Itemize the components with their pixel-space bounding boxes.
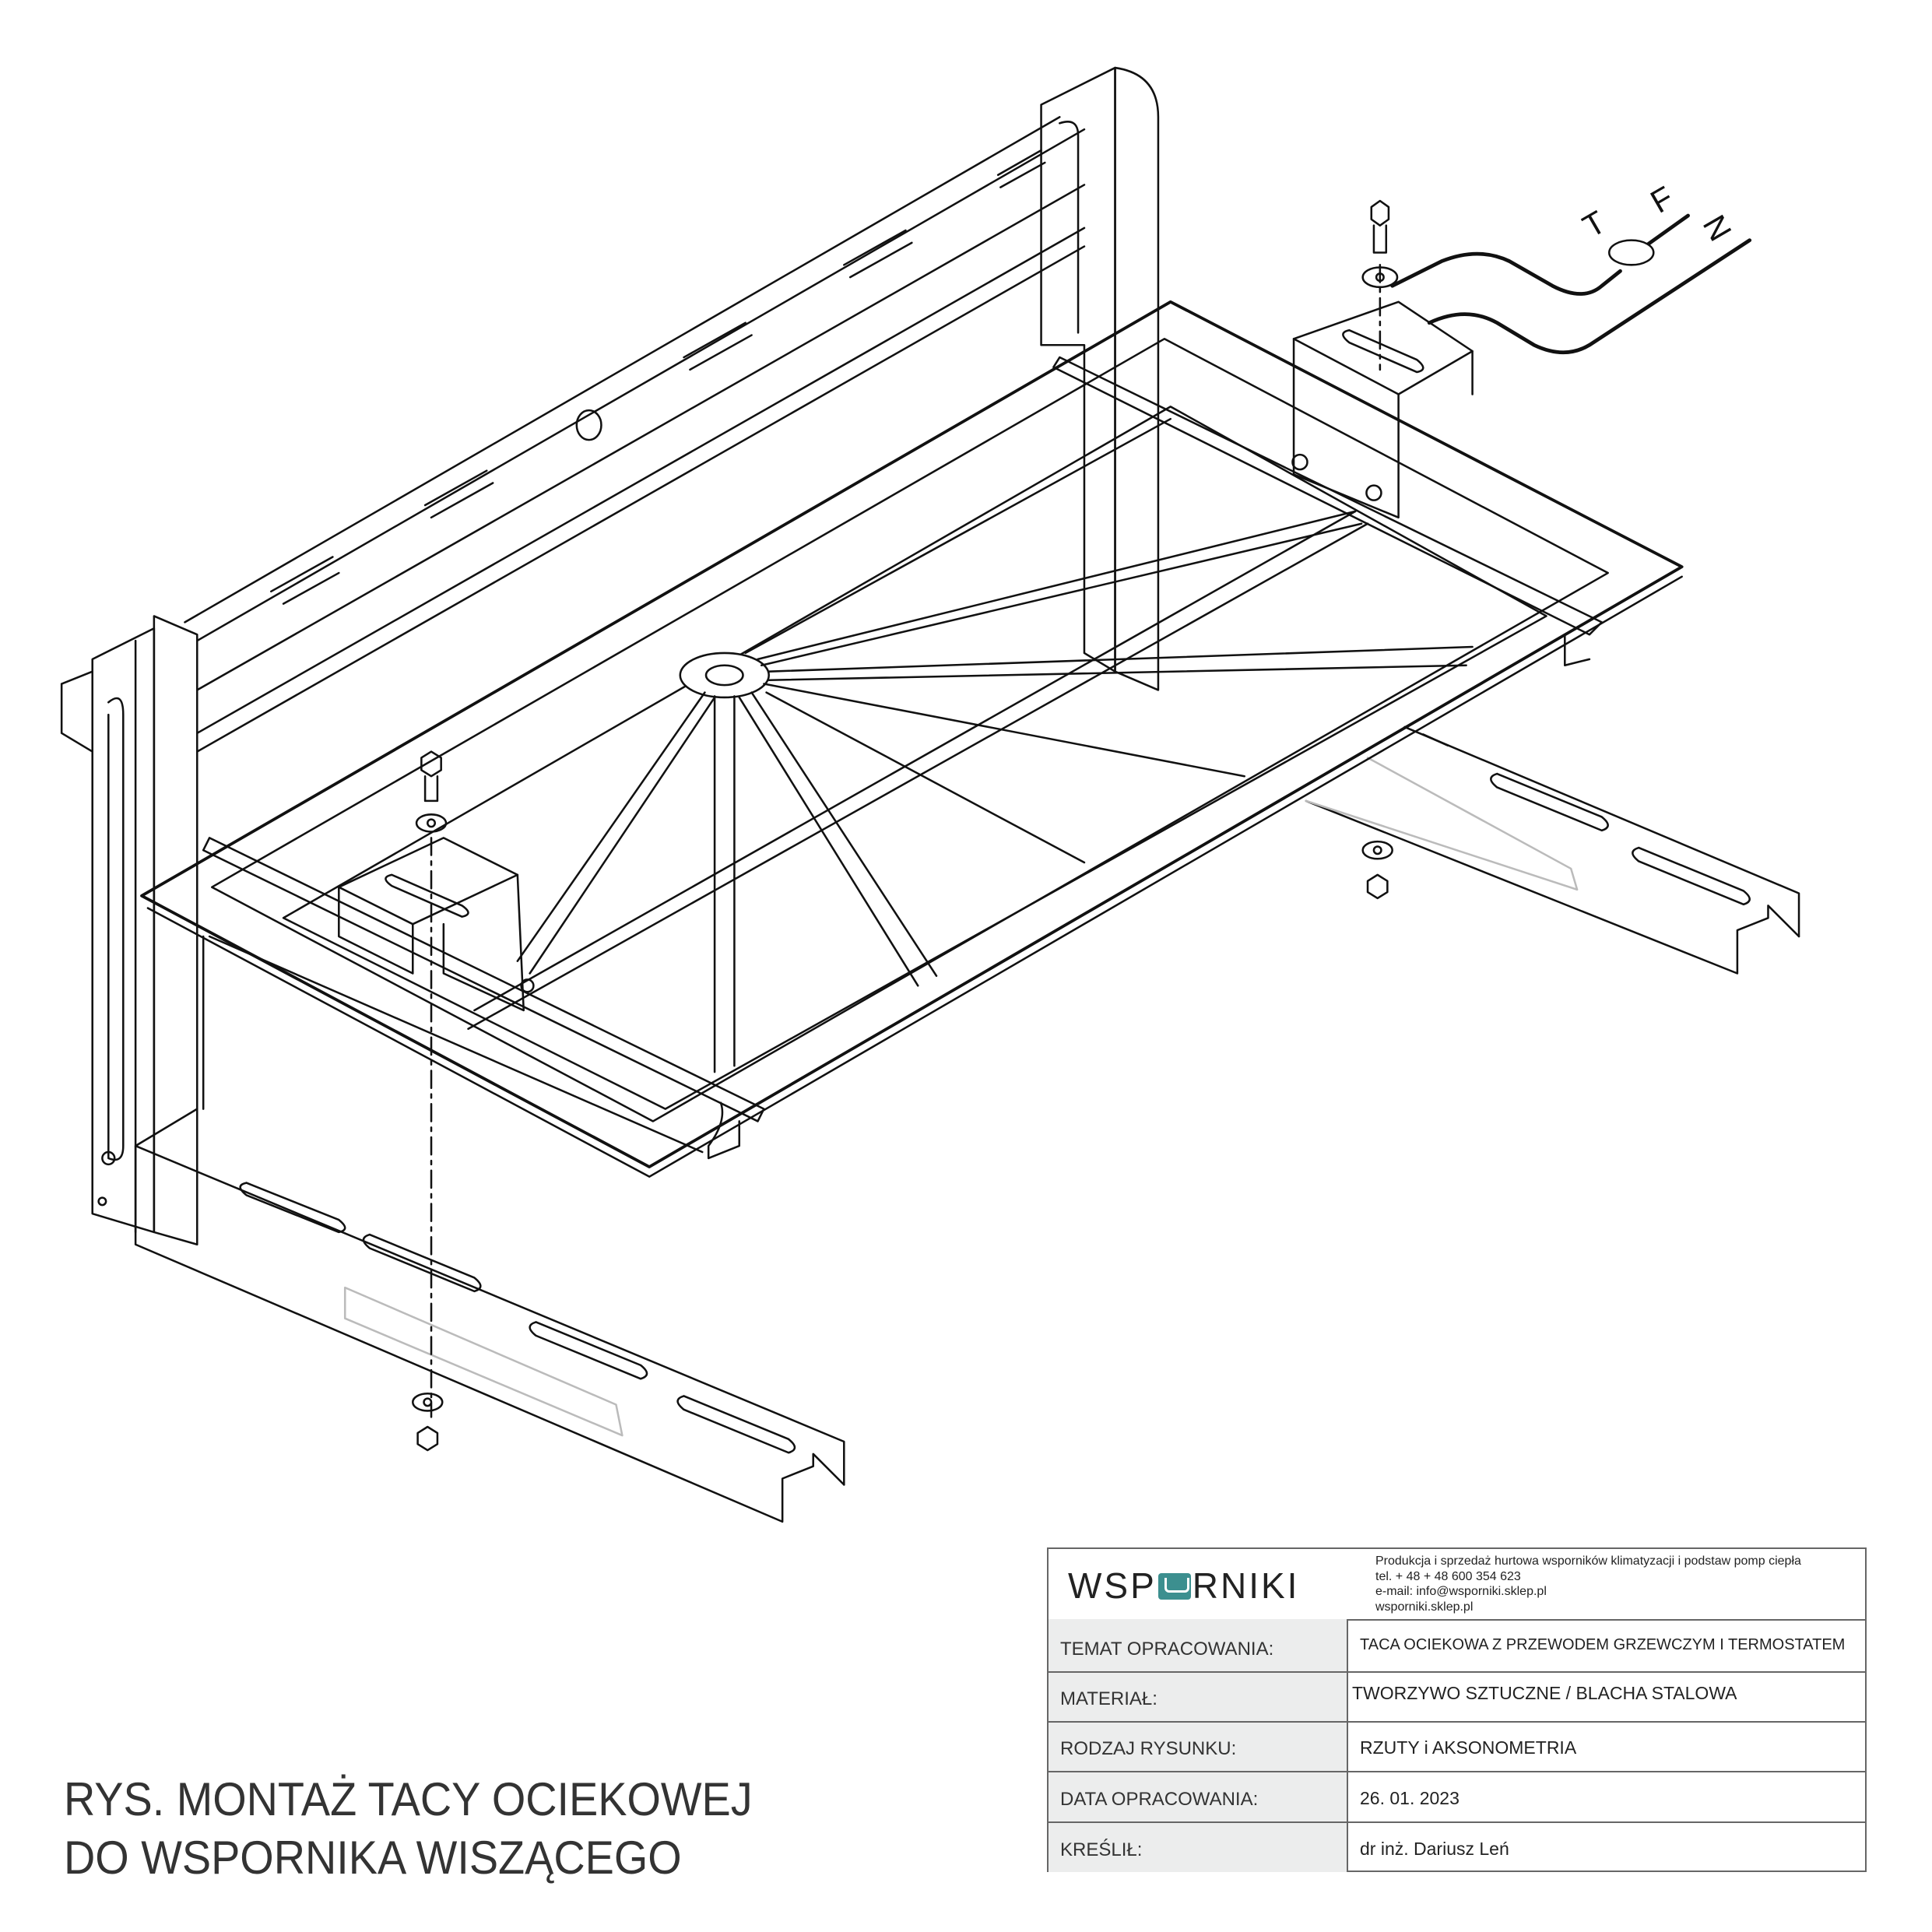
cable-label-t: T [1577, 204, 1612, 244]
logo-text-left: WSP [1068, 1565, 1157, 1606]
company-logo: WSP RNIKI [1068, 1565, 1299, 1607]
row-subject: TEMAT OPRACOWANIA: TACA OCIEKOWA Z PRZEW… [1049, 1619, 1865, 1673]
company-description: Produkcja i sprzedaż hurtowa wsporników … [1375, 1554, 1801, 1568]
title-block-header: WSP RNIKI Produkcja i sprzedaż hurtowa ws… [1049, 1549, 1865, 1621]
logo-mark-icon [1157, 1573, 1191, 1600]
right-support-arm [1305, 725, 1800, 975]
row-value: dr inż. Dariusz Leń [1360, 1839, 1509, 1859]
tray-ribs [467, 417, 1474, 1073]
row-label: DATA OPRACOWANIA: [1060, 1789, 1259, 1810]
drawing-title-line-1: RYS. MONTAŻ TACY OCIEKOWEJ [64, 1773, 753, 1825]
company-email: e-mail: info@wsporniki.sklep.pl [1375, 1585, 1547, 1598]
row-value: 26. 01. 2023 [1360, 1788, 1460, 1808]
right-wall-post [1040, 66, 1160, 691]
company-info: Produkcja i sprzedaż hurtowa wsporników … [1375, 1554, 1801, 1614]
row-label: MATERIAŁ: [1060, 1688, 1157, 1709]
mounting-straps [202, 356, 1604, 1160]
row-date: DATA OPRACOWANIA: 26. 01. 2023 [1049, 1772, 1865, 1823]
tray-brackets [338, 300, 1474, 1012]
row-label: RODZAJ RYSUNKU: [1060, 1738, 1237, 1759]
row-label: TEMAT OPRACOWANIA: [1060, 1639, 1274, 1660]
title-block: WSP RNIKI Produkcja i sprzedaż hurtowa ws… [1047, 1547, 1867, 1872]
left-support-arm [134, 1108, 845, 1523]
row-material: MATERIAŁ: TWORZYWO SZTUCZNE / BLACHA STA… [1049, 1673, 1865, 1723]
row-drawing-type: RODZAJ RYSUNKU: RZUTY i AKSONOMETRIA [1049, 1723, 1865, 1772]
cable-label-n: N [1696, 209, 1739, 248]
cable-label-f: F [1645, 179, 1680, 220]
row-value: TWORZYWO SZTUCZNE / BLACHA STALOWA [1352, 1683, 1737, 1703]
logo-text-right: RNIKI [1192, 1565, 1300, 1606]
horizontal-rail [184, 116, 1086, 753]
row-label: KREŚLIŁ: [1060, 1839, 1143, 1860]
bolts [412, 199, 1399, 1452]
row-value: TACA OCIEKOWA Z PRZEWODEM GRZEWCZYM I TE… [1360, 1636, 1846, 1653]
drawing-title-line-2: DO WSPORNIKA WISZĄCEGO [64, 1832, 682, 1884]
company-website: wsporniki.sklep.pl [1375, 1600, 1474, 1614]
row-value: RZUTY i AKSONOMETRIA [1360, 1737, 1577, 1758]
company-phone: tel. + 48 + 48 600 354 623 [1375, 1569, 1521, 1583]
heating-cable [1390, 213, 1752, 354]
drip-tray [140, 300, 1684, 1178]
row-drawn-by: KREŚLIŁ: dr inż. Dariusz Leń [1049, 1823, 1865, 1872]
left-wall-post [60, 615, 198, 1246]
